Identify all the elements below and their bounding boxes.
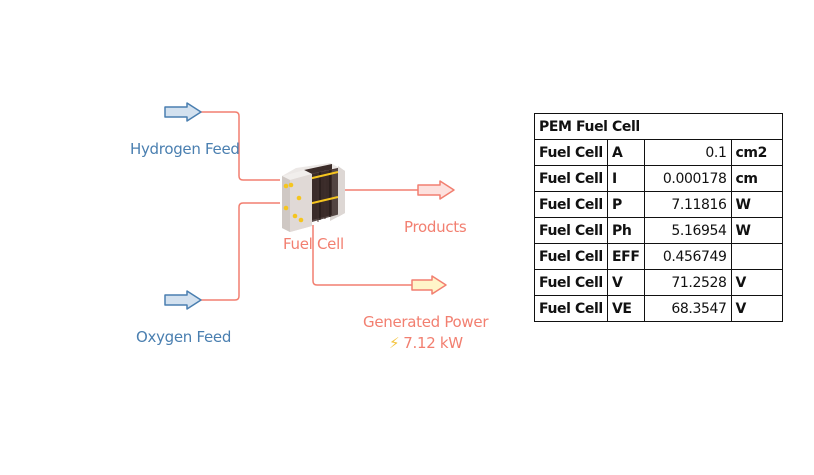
block-cell: Fuel Cell: [534, 243, 608, 270]
table-row: Fuel Cell P 7.11816 W: [534, 191, 783, 218]
oxygen-feed-label: Oxygen Feed: [136, 328, 232, 346]
block-cell: Fuel Cell: [534, 269, 608, 296]
unit-cell: [730, 243, 783, 270]
generated-power-value: ⚡7.12 kW: [389, 334, 463, 352]
variable-cell: V: [607, 269, 645, 296]
unit-cell: V: [730, 295, 783, 322]
unit-cell: W: [730, 191, 783, 218]
results-table: PEM Fuel Cell Fuel Cell A 0.1 cm2 Fuel C…: [534, 113, 783, 322]
variable-cell: Ph: [607, 217, 645, 244]
value-cell: 7.11816: [643, 191, 732, 218]
value-cell: 71.2528: [643, 269, 732, 296]
value-cell: 0.456749: [643, 243, 732, 270]
unit-cell: cm: [730, 165, 783, 192]
variable-cell: VE: [607, 295, 645, 322]
block-cell: Fuel Cell: [534, 295, 608, 322]
variable-cell: EFF: [607, 243, 645, 270]
generated-power-arrow[interactable]: [411, 275, 447, 295]
unit-cell: cm2: [730, 139, 783, 166]
results-table-title: PEM Fuel Cell: [534, 113, 783, 140]
fuel-cell-stack-icon[interactable]: [282, 163, 345, 232]
lightning-bolt-icon: ⚡: [389, 334, 400, 352]
fuel-cell-label: Fuel Cell: [283, 235, 344, 253]
block-cell: Fuel Cell: [534, 165, 608, 192]
table-row: Fuel Cell I 0.000178 cm: [534, 165, 783, 192]
oxygen-feed-line[interactable]: [201, 202, 280, 301]
table-row: Fuel Cell V 71.2528 V: [534, 269, 783, 296]
unit-cell: W: [730, 217, 783, 244]
hydrogen-feed-arrow[interactable]: [164, 102, 202, 122]
generated-power-value-text: 7.12 kW: [403, 334, 463, 352]
results-table-title-row: PEM Fuel Cell: [534, 113, 783, 140]
table-row: Fuel Cell A 0.1 cm2: [534, 139, 783, 166]
value-cell: 0.1: [643, 139, 732, 166]
value-cell: 5.16954: [643, 217, 732, 244]
variable-cell: A: [607, 139, 645, 166]
value-cell: 68.3547: [643, 295, 732, 322]
table-row: Fuel Cell EFF 0.456749: [534, 243, 783, 270]
generated-power-label: Generated Power: [363, 313, 489, 331]
products-arrow[interactable]: [417, 180, 455, 200]
table-row: Fuel Cell Ph 5.16954 W: [534, 217, 783, 244]
block-cell: Fuel Cell: [534, 191, 608, 218]
value-cell: 0.000178: [643, 165, 732, 192]
power-line[interactable]: [312, 225, 412, 286]
block-cell: Fuel Cell: [534, 139, 608, 166]
block-cell: Fuel Cell: [534, 217, 608, 244]
products-label: Products: [404, 218, 467, 236]
hydrogen-feed-line[interactable]: [201, 111, 280, 181]
oxygen-feed-arrow[interactable]: [164, 290, 202, 310]
variable-cell: P: [607, 191, 645, 218]
hydrogen-feed-label: Hydrogen Feed: [130, 140, 240, 158]
unit-cell: V: [730, 269, 783, 296]
table-row: Fuel Cell VE 68.3547 V: [534, 295, 783, 322]
variable-cell: I: [607, 165, 645, 192]
